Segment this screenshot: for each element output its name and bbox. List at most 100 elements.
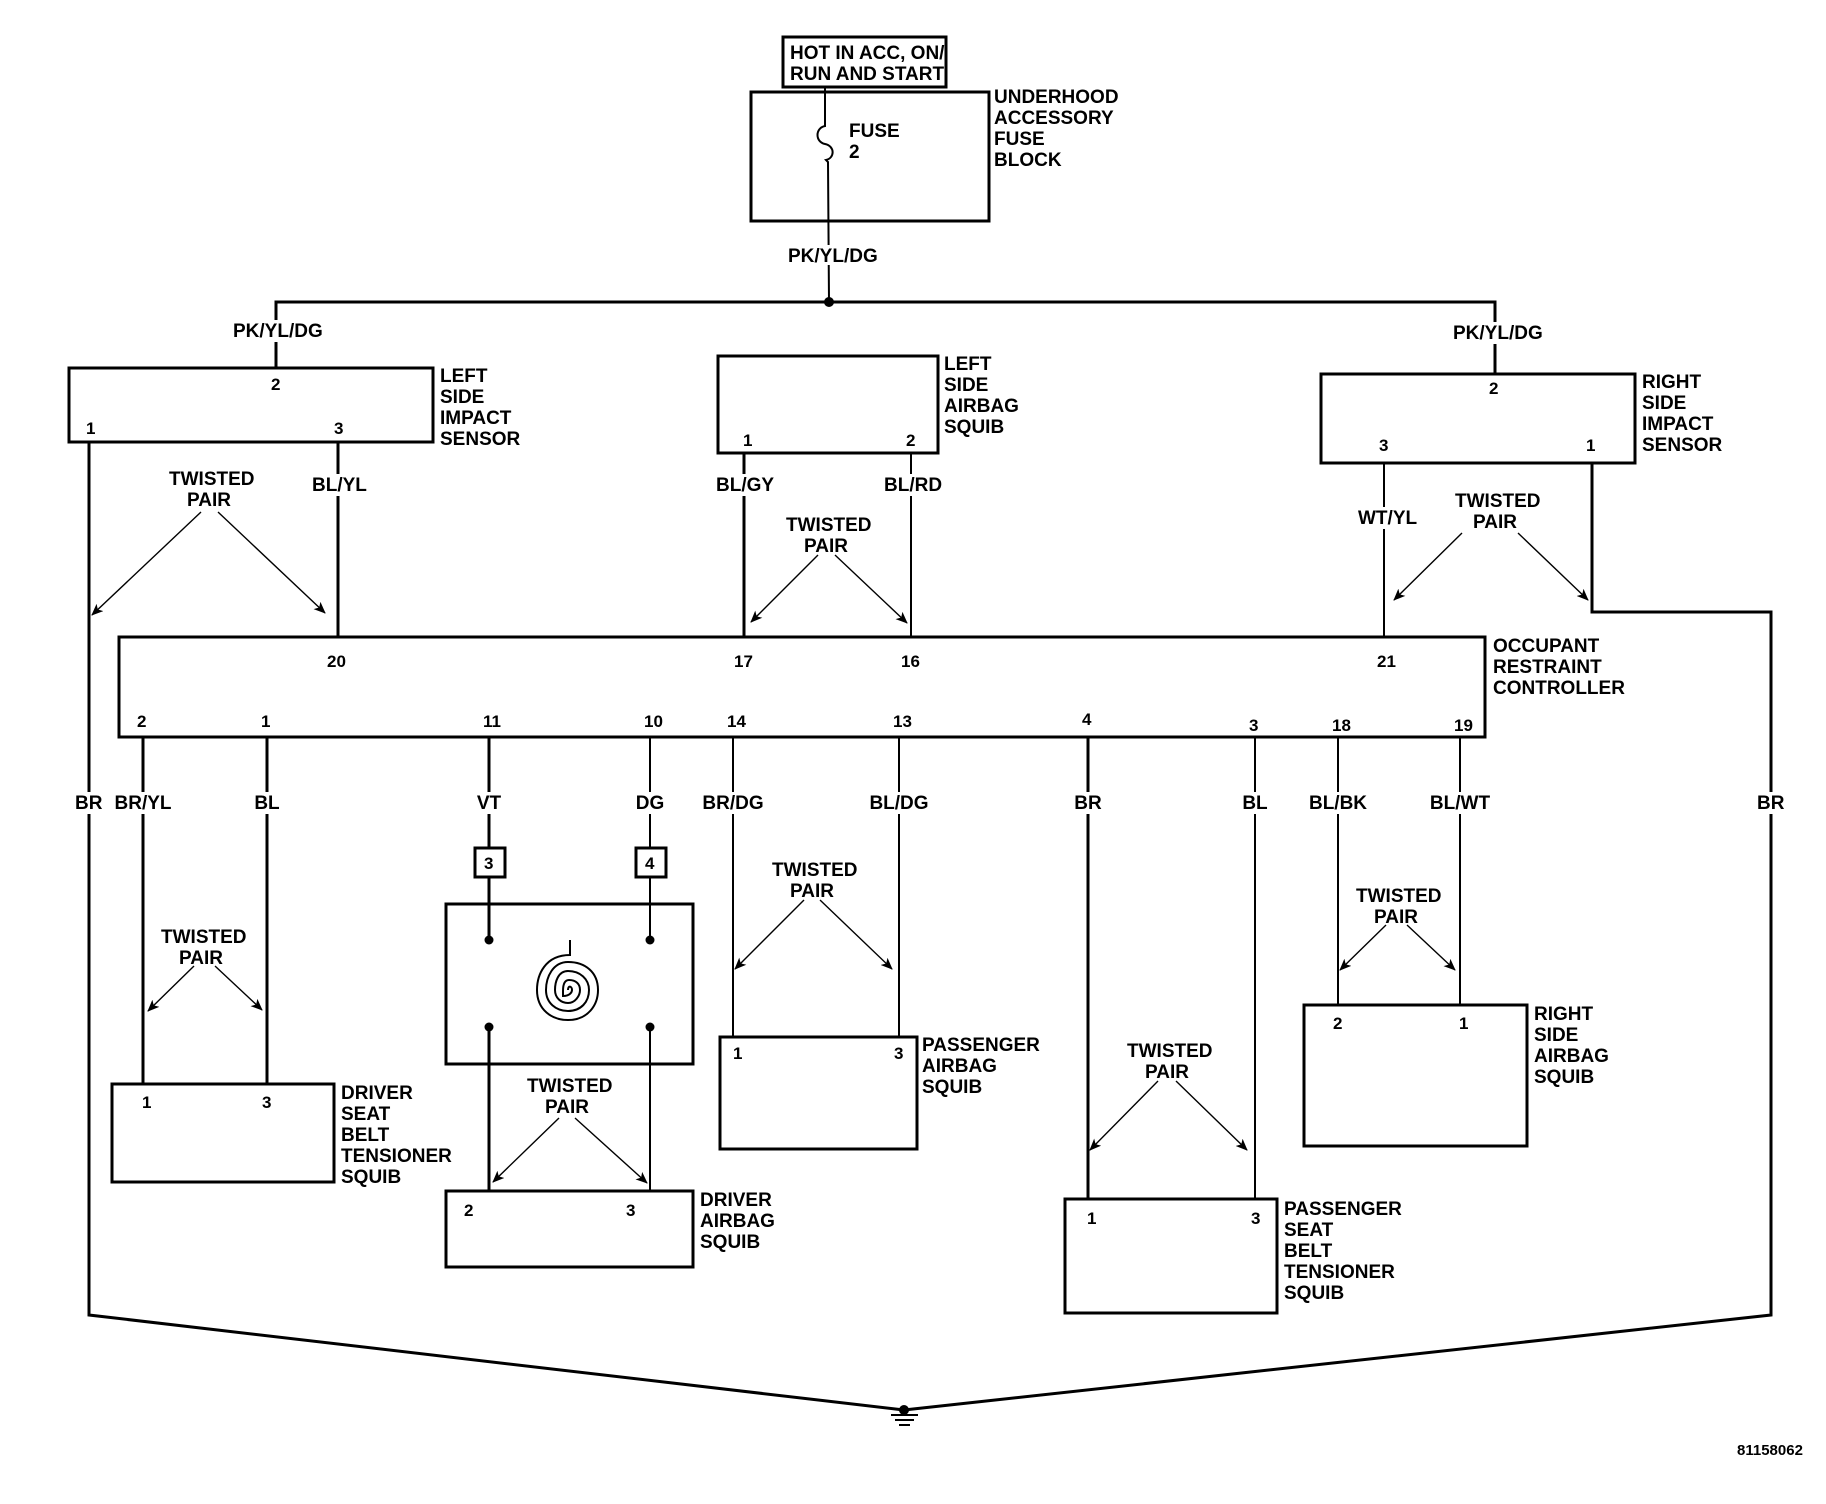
wire-label: BL	[254, 793, 280, 814]
occupant-restraint-controller: 20 17 16 21 OCCUPANT RESTRAINT CONTROLLE…	[117, 635, 1625, 739]
twisted-pair-arrow	[1406, 924, 1456, 971]
clockspring: 3 4 TWISTED PAIR	[444, 846, 695, 1191]
ground-icon	[891, 1405, 918, 1426]
controller-name-1: OCCUPANT	[1493, 636, 1600, 657]
right-impact-sensor-name-4: SENSOR	[1642, 435, 1723, 456]
right-impact-sensor-name-1: RIGHT	[1642, 372, 1702, 393]
twisted-pair-arrow	[750, 554, 819, 623]
passenger-airbag-squib-box	[718, 1035, 919, 1151]
twisted-pair-label: TWISTED	[169, 469, 255, 490]
fuse-block-name-2: ACCESSORY	[994, 108, 1114, 129]
twisted-pair-label: PAIR	[804, 536, 848, 557]
driver-tensioner-name-5: SQUIB	[341, 1167, 401, 1188]
fuse-icon	[816, 87, 834, 303]
passenger-airbag-squib: TWISTED PAIR 1 3 PASSENGER AIRBAG SQUIB	[718, 860, 1040, 1151]
wire-label: BR	[1074, 793, 1102, 814]
left-airbag-squib-name-3: AIRBAG	[944, 396, 1019, 417]
fuse-label: FUSE	[849, 121, 900, 142]
controller-name-2: RESTRAINT	[1493, 657, 1602, 678]
twisted-pair-arrow	[1339, 924, 1387, 971]
passenger-tensioner-name-3: BELT	[1284, 1241, 1333, 1262]
right-ground-wire: BR	[903, 463, 1789, 1412]
driver-airbag-squib-box	[444, 1189, 695, 1269]
left-airbag-squib-name-1: LEFT	[944, 354, 992, 375]
clockspring-box	[444, 902, 695, 1066]
left-side-airbag-squib: 1 2 LEFT SIDE AIRBAG SQUIB BL/GY BL/RD T…	[714, 354, 1019, 637]
twisted-pair-arrow	[834, 554, 908, 624]
right-impact-sensor-name-3: IMPACT	[1642, 414, 1714, 435]
pin-label: 1	[1459, 1014, 1468, 1033]
right-airbag-squib-name-1: RIGHT	[1534, 1004, 1594, 1025]
fuse-block: FUSE 2 UNDERHOOD ACCESSORY FUSE BLOCK PK…	[749, 87, 1119, 303]
pin-label: 21	[1377, 652, 1396, 671]
right-airbag-squib-name-4: SQUIB	[1534, 1067, 1594, 1088]
controller-pin-19: 19	[1454, 716, 1473, 735]
wire-label: BL/WT	[1430, 793, 1491, 814]
connector-box	[634, 846, 668, 879]
driver-tensioner-name-2: SEAT	[341, 1104, 391, 1125]
driver-airbag-squib-name-1: DRIVER	[700, 1190, 772, 1211]
twisted-pair-label: PAIR	[187, 490, 231, 511]
connector-pin-label: 4	[645, 854, 655, 873]
twisted-pair-arrow	[1517, 532, 1589, 601]
wire-label: VT	[477, 793, 502, 814]
pin-label: 1	[1087, 1209, 1096, 1228]
twisted-pair-arrow	[819, 899, 893, 970]
twisted-pair-arrow	[1175, 1080, 1248, 1151]
twisted-pair-label: TWISTED	[1356, 886, 1442, 907]
right-impact-sensor-box	[1319, 372, 1637, 465]
twisted-pair-label: TWISTED	[161, 927, 247, 948]
power-source-label-2: RUN AND START	[790, 64, 944, 85]
fuse-block-name-3: FUSE	[994, 129, 1045, 150]
controller-pin-13: 13	[893, 712, 912, 731]
pin-label: 2	[906, 431, 915, 450]
right-airbag-squib-name-3: AIRBAG	[1534, 1046, 1609, 1067]
driver-tensioner-name-3: BELT	[341, 1125, 390, 1146]
left-impact-sensor-name-1: LEFT	[440, 366, 488, 387]
wire-label-bl-yl: BL/YL	[312, 475, 367, 496]
twisted-pair-arrow	[91, 511, 202, 616]
fuse-block-name-4: BLOCK	[994, 150, 1062, 171]
passenger-tensioner-box	[1063, 1197, 1279, 1315]
wire-label-bl-rd: BL/RD	[884, 475, 942, 496]
passenger-tensioner-name-4: TENSIONER	[1284, 1262, 1395, 1283]
twisted-pair-label: PAIR	[1145, 1062, 1189, 1083]
driver-airbag-squib-name-2: AIRBAG	[700, 1211, 775, 1232]
image-id: 81158062	[1737, 1442, 1803, 1459]
power-source-box	[781, 35, 948, 89]
twisted-pair-label: TWISTED	[786, 515, 872, 536]
left-impact-sensor-name-2: SIDE	[440, 387, 484, 408]
passenger-airbag-squib-name-1: PASSENGER	[922, 1035, 1040, 1056]
fuse-number: 2	[849, 142, 860, 163]
pin-label: 2	[464, 1201, 473, 1220]
passenger-tensioner-name-5: SQUIB	[1284, 1283, 1344, 1304]
pin-label: 20	[327, 652, 346, 671]
passenger-tensioner-name-2: SEAT	[1284, 1220, 1334, 1241]
passenger-airbag-squib-name-2: AIRBAG	[922, 1056, 997, 1077]
wire-label: BL	[1242, 793, 1268, 814]
twisted-pair-label: TWISTED	[1455, 491, 1541, 512]
connector-box	[473, 846, 507, 879]
passenger-tensioner-name-1: PASSENGER	[1284, 1199, 1402, 1220]
pin-label: 2	[1333, 1014, 1342, 1033]
controller-box	[117, 635, 1487, 739]
right-impact-sensor-name-2: SIDE	[1642, 393, 1686, 414]
fuse-output-wire-label: PK/YL/DG	[788, 246, 878, 267]
pin-label: 16	[901, 652, 920, 671]
left-impact-sensor-box	[67, 366, 435, 444]
right-sensor-feed-wire-label: PK/YL/DG	[1453, 323, 1543, 344]
connector-pin-label: 3	[484, 854, 493, 873]
left-airbag-squib-name-4: SQUIB	[944, 417, 1004, 438]
pin-label: 3	[262, 1093, 271, 1112]
left-side-impact-sensor: 2 1 3 LEFT SIDE IMPACT SENSOR BL/YL TWIS…	[67, 366, 521, 637]
left-airbag-squib-box	[716, 354, 940, 455]
controller-pin-3: 3	[1249, 716, 1258, 735]
pin-label: 1	[142, 1093, 151, 1112]
pin-label: 2	[1489, 379, 1498, 398]
pin-label: 1	[1586, 436, 1595, 455]
pin-label: 17	[734, 652, 753, 671]
twisted-pair-label: TWISTED	[527, 1076, 613, 1097]
left-airbag-squib-name-2: SIDE	[944, 375, 988, 396]
wire-label-br-right: BR	[1757, 793, 1785, 814]
